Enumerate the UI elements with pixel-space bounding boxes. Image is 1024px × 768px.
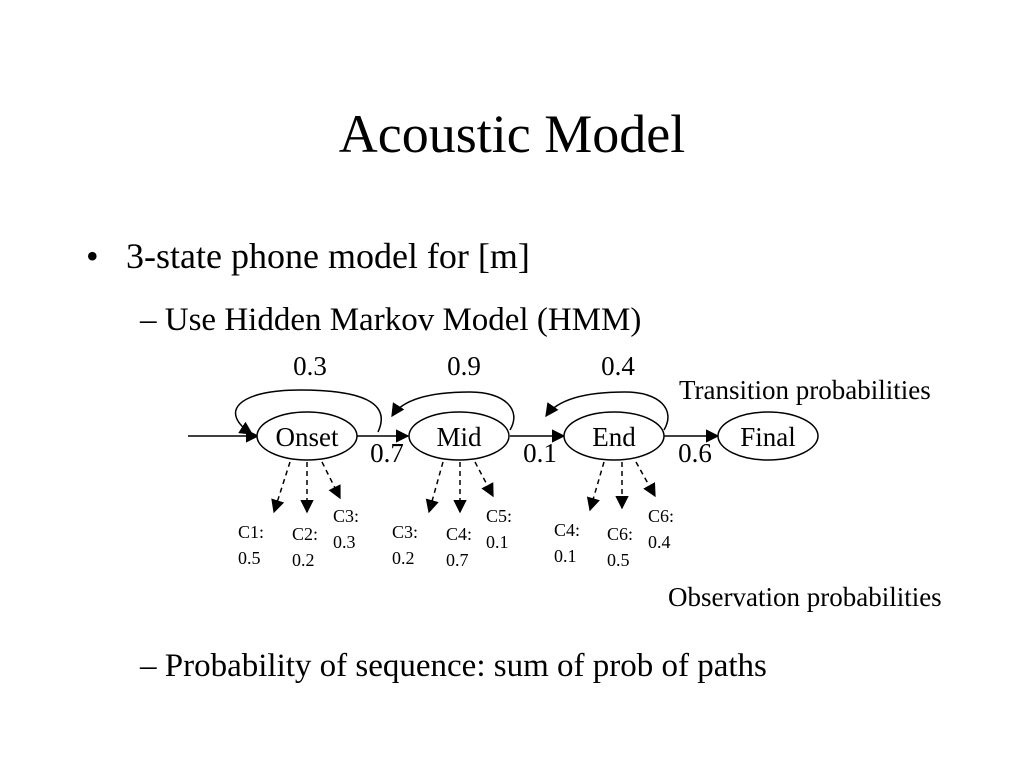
state-label-onset: Onset [276, 422, 339, 452]
obs-value: 0.1 [554, 546, 577, 566]
observation-caption: Observation probabilities [668, 582, 942, 612]
state-node-onset [256, 411, 358, 461]
obs-label: C4: [554, 520, 580, 540]
obs-label: C2: [292, 524, 318, 544]
obs-value: 0.7 [446, 550, 469, 570]
sub-bullet-hmm: – Use Hidden Markov Model (HMM) [140, 302, 642, 338]
self-loop-mid [391, 391, 515, 431]
state-label-end: End [592, 422, 636, 452]
obs-arrow [474, 461, 494, 498]
obs-value: 0.2 [392, 548, 415, 568]
self-loop-prob-onset: 0.3 [293, 351, 327, 381]
state-node-end [563, 411, 665, 461]
obs-value: 0.1 [486, 532, 509, 552]
obs-arrow [425, 461, 444, 514]
bullet-text: 3-state phone model for [m] [126, 236, 530, 276]
obs-value: 0.2 [292, 550, 315, 570]
obs-label: C6: [648, 506, 674, 526]
obs-label: C5: [486, 506, 512, 526]
transition-prob-end-final: 0.6 [678, 438, 712, 468]
state-node-final [717, 411, 819, 461]
obs-value: 0.4 [648, 532, 671, 552]
self-loop-end [545, 391, 669, 431]
transition-prob-onset-mid: 0.7 [370, 438, 404, 468]
transition-prob-mid-end: 0.1 [523, 438, 557, 468]
self-loop-onset [234, 389, 382, 435]
bullet-point: • 3-state phone model for [m] [86, 234, 530, 278]
state-node-mid [408, 411, 510, 461]
transition-caption: Transition probabilities [679, 375, 931, 405]
obs-arrow [635, 461, 656, 498]
obs-value: 0.5 [238, 548, 261, 568]
obs-arrow [321, 461, 341, 500]
obs-arrow [586, 461, 605, 512]
self-loop-prob-mid: 0.9 [447, 351, 481, 381]
obs-label: C1: [238, 522, 264, 542]
sub-bullet-sequence: – Probability of sequence: sum of prob o… [140, 648, 767, 684]
obs-value: 0.3 [333, 532, 356, 552]
bullet-marker: • [86, 236, 99, 276]
obs-label: C4: [446, 524, 472, 544]
obs-label: C3: [333, 506, 359, 526]
slide-title: Acoustic Model [338, 104, 686, 164]
obs-label: C3: [392, 522, 418, 542]
state-label-mid: Mid [436, 422, 482, 452]
obs-arrow [271, 461, 291, 514]
state-label-final: Final [740, 422, 796, 452]
obs-value: 0.5 [607, 550, 630, 570]
obs-label: C6: [607, 524, 633, 544]
self-loop-prob-end: 0.4 [601, 351, 635, 381]
